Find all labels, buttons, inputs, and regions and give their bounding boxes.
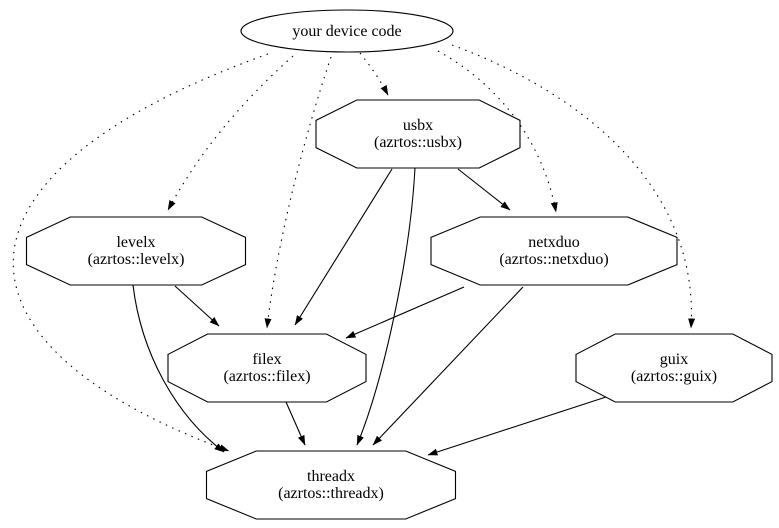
edge-usbx-to-threadx — [356, 167, 416, 446]
edge-usbx-to-filex — [294, 168, 393, 326]
node-levelx-shape — [25, 216, 247, 286]
edge-device-code-to-levelx — [167, 55, 294, 211]
node-guix-label: guix(azrtos::guix) — [631, 351, 717, 385]
node-guix: guix(azrtos::guix) — [575, 333, 773, 403]
node-threadx-label: threadx(azrtos::threadx) — [278, 468, 384, 502]
node-usbx-label: usbx(azrtos::usbx) — [374, 117, 462, 151]
edges-layer — [12, 44, 696, 456]
node-filex-label-line1: filex — [252, 351, 281, 368]
node-usbx-label-line2: (azrtos::usbx) — [374, 134, 462, 151]
node-threadx-shape — [205, 450, 457, 520]
edge-netxduo-to-threadx — [372, 286, 524, 446]
node-device-code-label: your device code — [292, 23, 401, 40]
node-levelx-label-line2: (azrtos::levelx) — [88, 251, 185, 268]
node-device-code: your device code — [240, 9, 454, 53]
node-usbx-shape — [315, 99, 521, 169]
node-device-code-label-line1: your device code — [292, 23, 401, 40]
edge-device-code-to-usbx — [359, 52, 389, 96]
node-levelx-label-line1: levelx — [116, 234, 155, 251]
node-guix-label-line1: guix — [660, 351, 688, 368]
node-guix-label-line2: (azrtos::guix) — [631, 368, 717, 385]
edge-filex-to-threadx — [285, 401, 306, 446]
node-netxduo-label: netxduo(azrtos::netxduo) — [499, 234, 608, 268]
edge-netxduo-to-filex — [345, 286, 465, 339]
node-filex-label-line2: (azrtos::filex) — [223, 368, 310, 385]
node-netxduo: netxduo(azrtos::netxduo) — [430, 216, 678, 286]
edge-guix-to-threadx — [427, 396, 607, 456]
node-levelx-label: levelx(azrtos::levelx) — [88, 234, 185, 268]
node-usbx-label-line1: usbx — [403, 117, 433, 134]
node-levelx: levelx(azrtos::levelx) — [25, 216, 247, 286]
nodes-layer: your device codeusbx(azrtos::usbx)levelx… — [25, 9, 773, 520]
edge-levelx-to-filex — [174, 285, 220, 327]
edge-levelx-to-threadx — [132, 284, 225, 453]
node-filex: filex(azrtos::filex) — [167, 333, 367, 403]
node-netxduo-shape — [430, 216, 678, 286]
node-threadx-label-line1: threadx — [307, 468, 355, 485]
node-threadx-label-line2: (azrtos::threadx) — [278, 485, 384, 502]
node-threadx: threadx(azrtos::threadx) — [205, 450, 457, 520]
edge-device-code-to-filex — [264, 56, 332, 329]
edge-device-code-to-netxduo — [437, 50, 558, 213]
node-netxduo-label-line2: (azrtos::netxduo) — [499, 251, 608, 268]
node-filex-label: filex(azrtos::filex) — [223, 351, 310, 385]
edge-usbx-to-netxduo — [457, 168, 511, 211]
node-filex-shape — [167, 333, 367, 403]
node-guix-shape — [575, 333, 773, 403]
node-usbx: usbx(azrtos::usbx) — [315, 99, 521, 169]
node-device-code-shape — [240, 9, 454, 53]
node-netxduo-label-line1: netxduo — [528, 234, 580, 251]
